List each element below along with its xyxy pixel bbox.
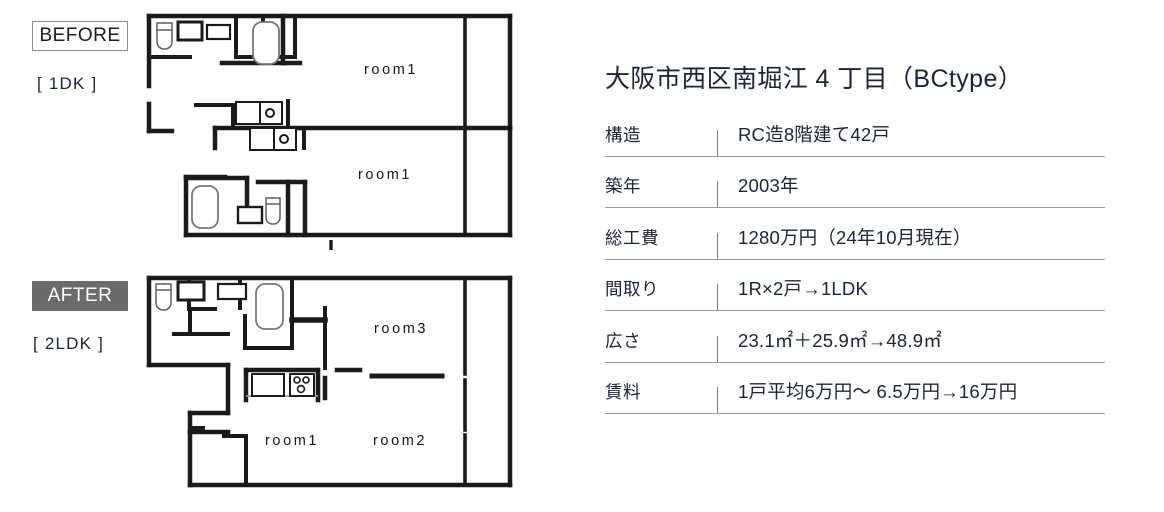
property-title: 大阪市西区南堀江 4 丁目（BCtype）: [605, 65, 1024, 93]
spec-value-total-cost: 1280万円（24年10月現在）: [738, 226, 972, 248]
transform-arrow: [329, 240, 333, 250]
spec-panel: 大阪市西区南堀江 4 丁目（BCtype） 構造 RC造8階建て42戸 築年 2…: [600, 0, 1140, 512]
spec-label-year-built: 築年: [605, 176, 641, 196]
before-room-label-2: room1: [358, 167, 413, 183]
table-row: 間取り 1R×2戸→1LDK: [605, 260, 1105, 311]
spec-label-total-cost: 総工費: [605, 227, 659, 248]
spec-label-area: 広さ: [605, 330, 641, 351]
table-row: 賃料 1戸平均6万円〜 6.5万円→16万円: [605, 363, 1105, 414]
after-badge: AFTER: [32, 281, 128, 311]
after-layout-type-label: [ 2LDK ]: [33, 334, 105, 353]
row-divider: [717, 335, 718, 362]
spec-value-year-built: 2003年: [738, 175, 799, 196]
before-layout-type-label: [ 1DK ]: [37, 74, 98, 93]
spec-value-area: 23.1㎡＋25.9㎡→48.9㎡: [738, 329, 942, 351]
row-divider: [717, 387, 718, 413]
table-row: 総工費 1280万円（24年10月現在）: [605, 208, 1105, 260]
row-divider: [717, 181, 718, 207]
row-divider: [717, 129, 718, 156]
spec-value-layout: 1R×2戸→1LDK: [738, 278, 869, 299]
spec-value-rent: 1戸平均6万円〜 6.5万円→16万円: [738, 381, 1018, 402]
after-room-label-3: room3: [374, 321, 429, 337]
before-floorplan-drawing: [146, 13, 513, 250]
row-divider: [717, 232, 718, 259]
row-divider: [717, 284, 718, 310]
after-room-label-2: room2: [373, 433, 428, 449]
table-row: 築年 2003年: [605, 157, 1105, 208]
table-row: 広さ 23.1㎡＋25.9㎡→48.9㎡: [605, 311, 1105, 363]
spec-table: 構造 RC造8階建て42戸 築年 2003年 総工費 1280万円（24年10月…: [605, 105, 1105, 414]
before-badge: BEFORE: [32, 21, 128, 51]
spec-value-structure: RC造8階建て42戸: [738, 123, 891, 145]
spec-label-layout: 間取り: [605, 279, 659, 299]
after-floorplan-drawing: [146, 275, 513, 488]
floorplan-panel: BEFORE [ 1DK ] AFTER [ 2LDK ]: [0, 0, 560, 512]
before-room-label-1: room1: [364, 62, 419, 78]
spec-label-rent: 賃料: [605, 382, 641, 402]
table-row: 構造 RC造8階建て42戸: [605, 105, 1105, 157]
spec-label-structure: 構造: [605, 124, 641, 145]
after-room-label-1: room1: [265, 433, 320, 449]
